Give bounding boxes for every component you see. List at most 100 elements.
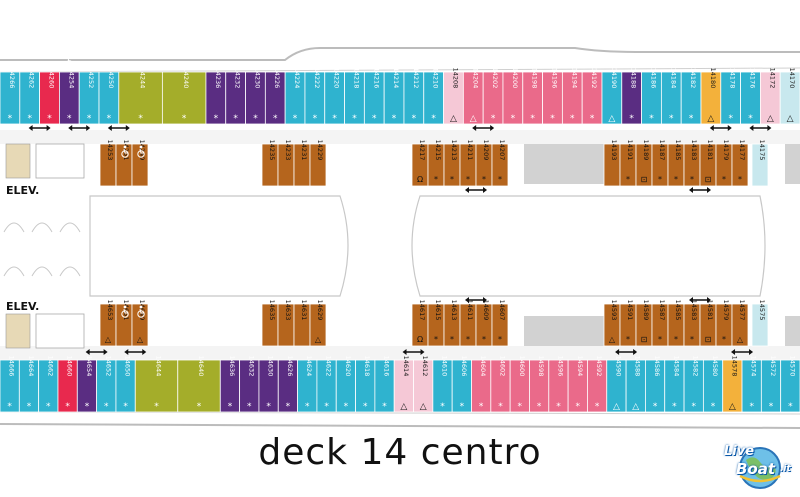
- cabin-14218[interactable]: 14218*: [344, 68, 365, 125]
- cabin-14193[interactable]: 14193: [603, 140, 621, 187]
- cabin-14251[interactable]: 14251: [115, 140, 133, 187]
- cabin-14570[interactable]: 14570*: [780, 356, 800, 413]
- cabin-14184[interactable]: 14184*: [660, 68, 682, 125]
- cabin-14181[interactable]: 14181⊡: [699, 140, 717, 187]
- cabin-14262[interactable]: 14262*: [19, 68, 41, 125]
- cabin-14172[interactable]: 14172△: [759, 68, 781, 125]
- cabin-14198[interactable]: 14198*: [522, 68, 543, 125]
- cabin-14214[interactable]: 14214*: [383, 68, 405, 125]
- cabin-14630[interactable]: 14630*: [258, 356, 279, 413]
- cabin-14600[interactable]: 14600*: [509, 356, 530, 413]
- cabin-14575[interactable]: 14575: [751, 300, 769, 347]
- cabin-14220[interactable]: 14220*: [324, 68, 345, 125]
- cabin-14182[interactable]: 14182*: [680, 68, 702, 125]
- cabin-14240[interactable]: 14240*: [161, 68, 207, 125]
- cabin-14640[interactable]: 14640*: [177, 356, 221, 413]
- cabin-14636[interactable]: 14636*: [219, 356, 241, 413]
- cabin-14230[interactable]: 14230*: [245, 68, 266, 125]
- cabin-14622[interactable]: 14622*: [316, 356, 337, 413]
- cabin-14613[interactable]: 14613*: [443, 300, 461, 347]
- cabin-14649[interactable]: 14649△: [131, 300, 149, 347]
- cabin-14579[interactable]: 14579*: [715, 300, 733, 347]
- cabin-14211[interactable]: 14211*: [459, 140, 477, 187]
- cabin-14236[interactable]: 14236*: [205, 68, 227, 125]
- cabin-14653[interactable]: 14653△: [99, 300, 117, 347]
- cabin-14651[interactable]: 14651: [115, 300, 133, 347]
- cabin-14574[interactable]: 14574*: [741, 356, 762, 413]
- cabin-14589[interactable]: 14589⊡: [635, 300, 653, 347]
- cabin-14666[interactable]: 14666*: [0, 356, 20, 413]
- cabin-14582[interactable]: 14582*: [683, 356, 704, 413]
- cabin-14610[interactable]: 14610*: [432, 356, 453, 413]
- cabin-14593[interactable]: 14593△: [603, 300, 621, 347]
- cabin-14235[interactable]: 14235: [261, 140, 279, 187]
- cabin-14611[interactable]: 14611*: [459, 300, 477, 347]
- cabin-14585[interactable]: 14585*: [667, 300, 685, 347]
- cabin-14596[interactable]: 14596*: [548, 356, 569, 413]
- cabin-14232[interactable]: 14232*: [225, 68, 246, 125]
- cabin-14615[interactable]: 14615*: [427, 300, 445, 347]
- cabin-14208[interactable]: 14208△: [443, 68, 464, 125]
- cabin-14249[interactable]: 14249: [131, 140, 149, 187]
- cabin-14592[interactable]: 14592*: [587, 356, 608, 413]
- cabin-14620[interactable]: 14620*: [335, 356, 356, 413]
- cabin-14252[interactable]: 14252*: [78, 68, 100, 125]
- cabin-14196[interactable]: 14196*: [542, 68, 563, 125]
- cabin-14204[interactable]: 14204△: [462, 68, 484, 125]
- cabin-14178[interactable]: 14178*: [720, 68, 741, 125]
- cabin-14660[interactable]: 14660*: [57, 356, 78, 413]
- cabin-14210[interactable]: 14210*: [423, 68, 444, 125]
- cabin-14586[interactable]: 14586*: [645, 356, 666, 413]
- cabin-14229[interactable]: 14229: [309, 140, 327, 187]
- cabin-14222[interactable]: 14222*: [304, 68, 326, 125]
- cabin-14588[interactable]: 14588△: [625, 356, 646, 413]
- cabin-14654[interactable]: 14654*: [76, 356, 98, 413]
- cabin-14644[interactable]: 14644*: [134, 356, 179, 413]
- cabin-14633[interactable]: 14633: [277, 300, 295, 347]
- cabin-14606[interactable]: 14606*: [451, 356, 472, 413]
- cabin-14609[interactable]: 14609*: [475, 300, 493, 347]
- cabin-14213[interactable]: 14213*: [443, 140, 461, 187]
- cabin-14578[interactable]: 14578△: [722, 356, 743, 413]
- cabin-14598[interactable]: 14598*: [529, 356, 550, 413]
- cabin-14612[interactable]: 14612△: [413, 356, 434, 413]
- cabin-14253[interactable]: 14253: [99, 140, 117, 187]
- cabin-14188[interactable]: 14188*: [621, 68, 642, 125]
- cabin-14250[interactable]: 14250*: [98, 68, 120, 125]
- cabin-14590[interactable]: 14590△: [606, 356, 627, 413]
- cabin-14176[interactable]: 14176*: [740, 68, 761, 125]
- cabin-14260[interactable]: 14260*: [39, 68, 60, 125]
- cabin-14192[interactable]: 14192*: [581, 68, 603, 125]
- cabin-14200[interactable]: 14200*: [502, 68, 524, 125]
- cabin-14577[interactable]: 14577△: [731, 300, 749, 347]
- cabin-14604[interactable]: 14604*: [471, 356, 492, 413]
- cabin-14266[interactable]: 14266*: [0, 68, 21, 125]
- cabin-14233[interactable]: 14233: [277, 140, 295, 187]
- cabin-14194[interactable]: 14194*: [561, 68, 583, 125]
- cabin-14662[interactable]: 14662*: [38, 356, 59, 413]
- cabin-14614[interactable]: 14614△: [393, 356, 414, 413]
- cabin-14591[interactable]: 14591*: [619, 300, 637, 347]
- cabin-14202[interactable]: 14202*: [482, 68, 504, 125]
- cabin-14231[interactable]: 14231: [293, 140, 311, 187]
- cabin-14624[interactable]: 14624*: [297, 356, 318, 413]
- cabin-14616[interactable]: 14616*: [374, 356, 395, 413]
- cabin-14629[interactable]: 14629△: [309, 300, 327, 347]
- cabin-14635[interactable]: 14635: [261, 300, 279, 347]
- cabin-14580[interactable]: 14580*: [702, 356, 724, 413]
- cabin-14650[interactable]: 14650*: [115, 356, 136, 413]
- cabin-14572[interactable]: 14572*: [760, 356, 782, 413]
- cabin-14186[interactable]: 14186*: [641, 68, 662, 125]
- cabin-14602[interactable]: 14602*: [490, 356, 511, 413]
- cabin-14207[interactable]: 14207*: [491, 140, 509, 187]
- cabin-14583[interactable]: 14583*: [683, 300, 701, 347]
- cabin-14170[interactable]: 14170△: [779, 68, 800, 125]
- cabin-14584[interactable]: 14584*: [664, 356, 685, 413]
- cabin-14626[interactable]: 14626*: [277, 356, 298, 413]
- cabin-14191[interactable]: 14191*: [619, 140, 637, 187]
- cabin-14215[interactable]: 14215*: [427, 140, 445, 187]
- cabin-14631[interactable]: 14631: [293, 300, 311, 347]
- cabin-14190[interactable]: 14190△: [601, 68, 623, 125]
